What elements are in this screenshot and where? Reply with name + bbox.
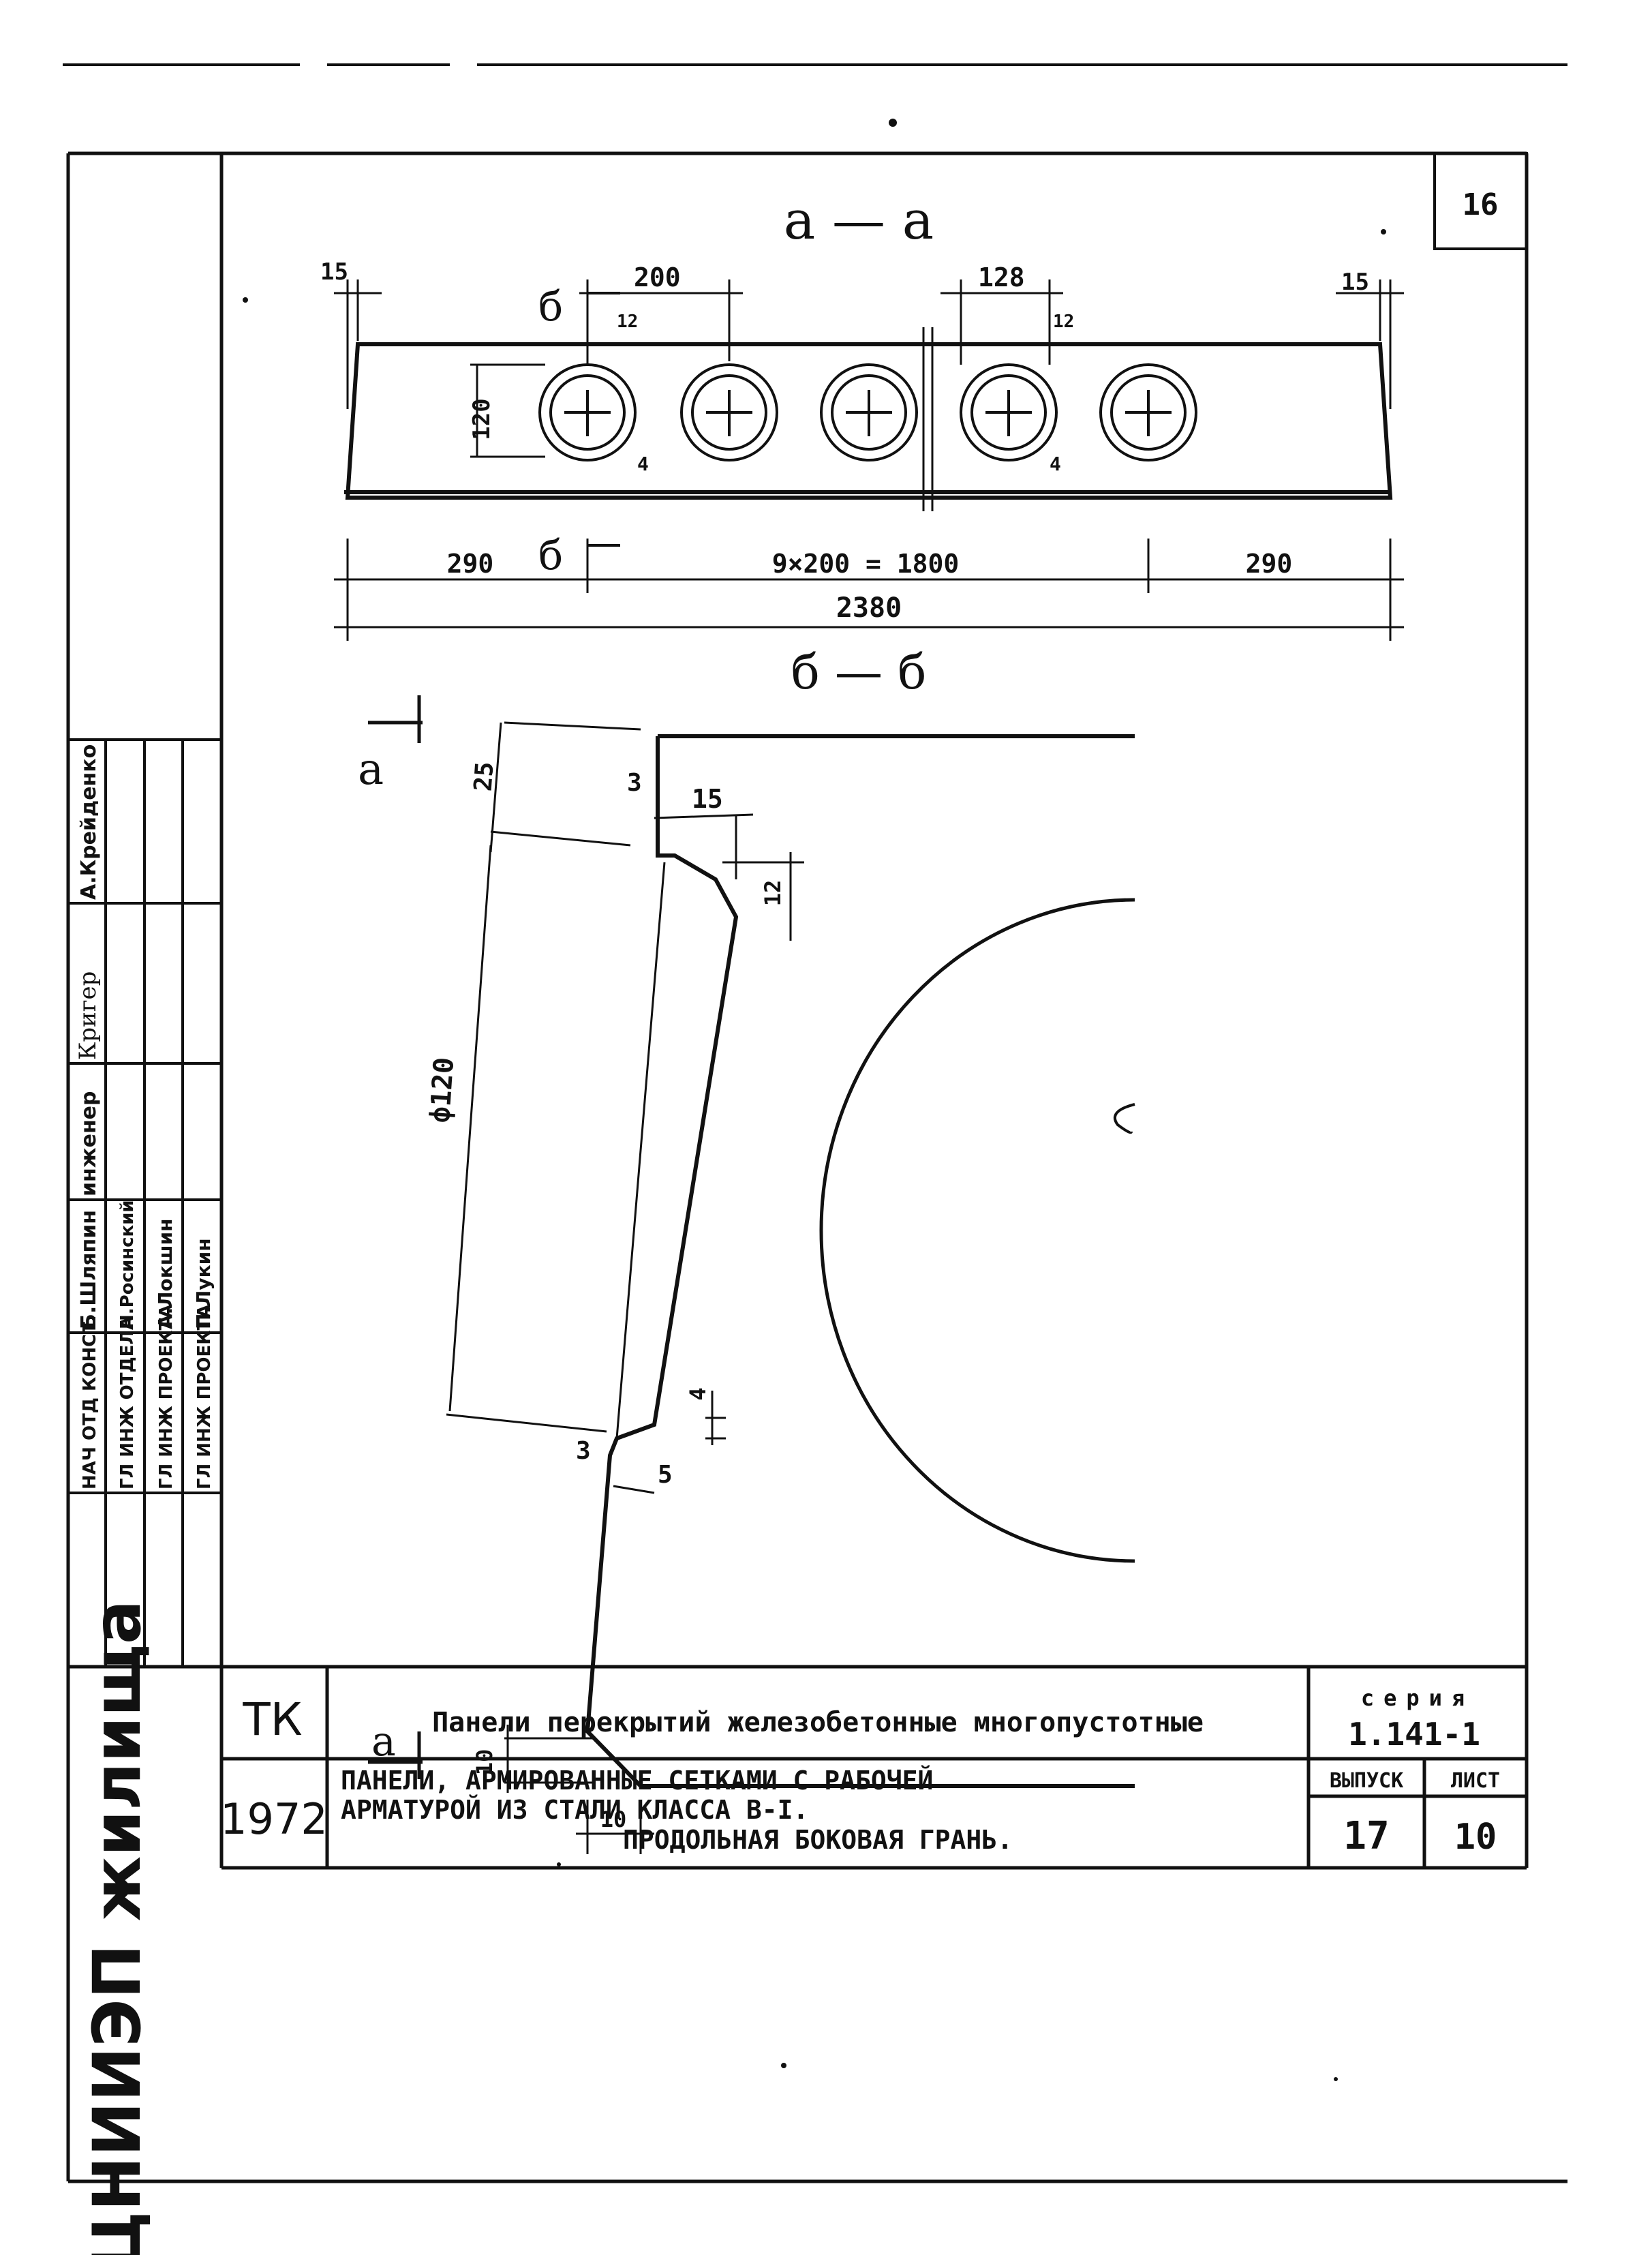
tb-sheet-value: 10 [1454, 1817, 1497, 1858]
sheet-number-box: 16 [1433, 152, 1528, 250]
dim-edge-right: 15 [1341, 269, 1369, 296]
sheet-frame [66, 151, 1567, 2183]
dim-total: 2380 [836, 592, 902, 624]
section-aa: а — а б б [320, 190, 1404, 641]
dim-rib-bottom-right: 4 [1050, 453, 1061, 475]
title-block: ТК 1972 Панели перекрытий железобетонные… [219, 1667, 1529, 1870]
core-2 [680, 363, 778, 461]
tb-main-title: Панели перекрытий железобетонные многопу… [432, 1707, 1204, 1738]
aa-cut-marker [587, 292, 620, 547]
hollow-cores [538, 363, 1197, 461]
core-4 [960, 363, 1058, 461]
dim-top-chamfer: 12 [760, 880, 786, 907]
dim-height: 120 [468, 398, 495, 440]
dim-rib-bottom-left: 4 [637, 453, 649, 475]
tb-issue-label: ВЫПУСК [1330, 1769, 1403, 1793]
scan-specks [243, 119, 1386, 2081]
tb-subtitle-3: ПРОДОЛЬНАЯ БОКОВАЯ ГРАНЬ. [623, 1825, 1013, 1855]
core-5 [1099, 363, 1197, 461]
side-extra-2: Кригер [74, 971, 102, 1060]
aa-cut-label-top: б [538, 283, 563, 331]
dim-hole-width: 128 [978, 262, 1025, 292]
dim-rib-top: 12 [1053, 312, 1074, 332]
tb-issue-value: 17 [1343, 1814, 1389, 1858]
dim-edge-left: 15 [320, 258, 348, 286]
dim-bottom-width: 5 [658, 1461, 673, 1489]
side-role-1: НАЧ ОТД КОНСТ. [80, 1315, 100, 1489]
bb-dim-lines [446, 721, 804, 1854]
core-arc [819, 898, 1135, 1563]
dim-pitch: 200 [634, 262, 681, 292]
rib-inner-line [615, 862, 666, 1439]
dim-right-end: 290 [1246, 549, 1293, 579]
sheet-number: 16 [1463, 187, 1499, 222]
side-name-4: П.Лукин [192, 1238, 215, 1329]
section-aa-title: а — а [784, 190, 934, 252]
side-role-4: ГЛ ИНЖ ПРОЕКТА [194, 1305, 215, 1489]
tb-subtitle-2: АРМАТУРОЙ ИЗ СТАЛИ КЛАССА В-I. [341, 1795, 808, 1825]
rib-outline [585, 734, 1135, 1788]
dim-bottom-step: 3 [576, 1437, 591, 1465]
bb-cut-markers [368, 695, 423, 1779]
dim-bottom-rib: 4 [685, 1387, 711, 1400]
side-name-3: А.Локшин [154, 1218, 177, 1329]
tb-series-label: серия [1361, 1685, 1474, 1711]
dim-left-end: 290 [447, 549, 494, 579]
side-name-2: Н.Росинский [117, 1200, 138, 1329]
panel-outline [345, 342, 1393, 500]
section-bb-title: б — б [791, 644, 927, 700]
core-3 [820, 363, 918, 461]
tb-series-value: 1.141-1 [1348, 1716, 1480, 1753]
tb-sheet-label: ЛИСТ [1451, 1769, 1500, 1793]
aa-cut-label-bottom: б [538, 532, 563, 579]
side-role-3: ГЛ ИНЖ ПРОЕКТА [156, 1305, 177, 1489]
dim-top-offset: 25 [470, 761, 500, 792]
dim-chamfer-w: 10 [600, 1806, 627, 1832]
side-extra-4: А.Крейденко [77, 744, 101, 900]
side-block: ЦНИИЭП жилища НАЧ ОТД КОНСТ. ГЛ ИНЖ ОТДЕ… [68, 738, 221, 2255]
side-name-1: Б.Шляпин [77, 1210, 101, 1329]
org-name: ЦНИИЭП жилища [79, 1600, 155, 2255]
tb-code: ТК [242, 1693, 302, 1746]
dim-middle: 9×200 = 1800 [772, 549, 960, 579]
section-bb: б — б а а [358, 644, 1135, 1854]
side-role-2: ГЛ ИНЖ ОТДЕЛА [117, 1316, 138, 1489]
dim-diameter: ф120 [425, 1056, 461, 1123]
dim-chamfer-h: 10 [472, 1749, 498, 1776]
tb-subtitle-1: ПАНЕЛИ, АРМИРОВАННЫЕ СЕТКАМИ С РАБОЧЕЙ [341, 1766, 933, 1796]
dim-top-step: 3 [627, 769, 642, 797]
tb-year: 1972 [220, 1794, 328, 1844]
bb-cut-label-top: а [358, 744, 384, 795]
core-notch [1113, 1103, 1135, 1134]
side-extra-1: инженер [77, 1091, 101, 1197]
dim-top-width: 15 [692, 784, 723, 814]
dim-top-cover: 12 [617, 312, 638, 332]
core-1 [538, 363, 637, 461]
